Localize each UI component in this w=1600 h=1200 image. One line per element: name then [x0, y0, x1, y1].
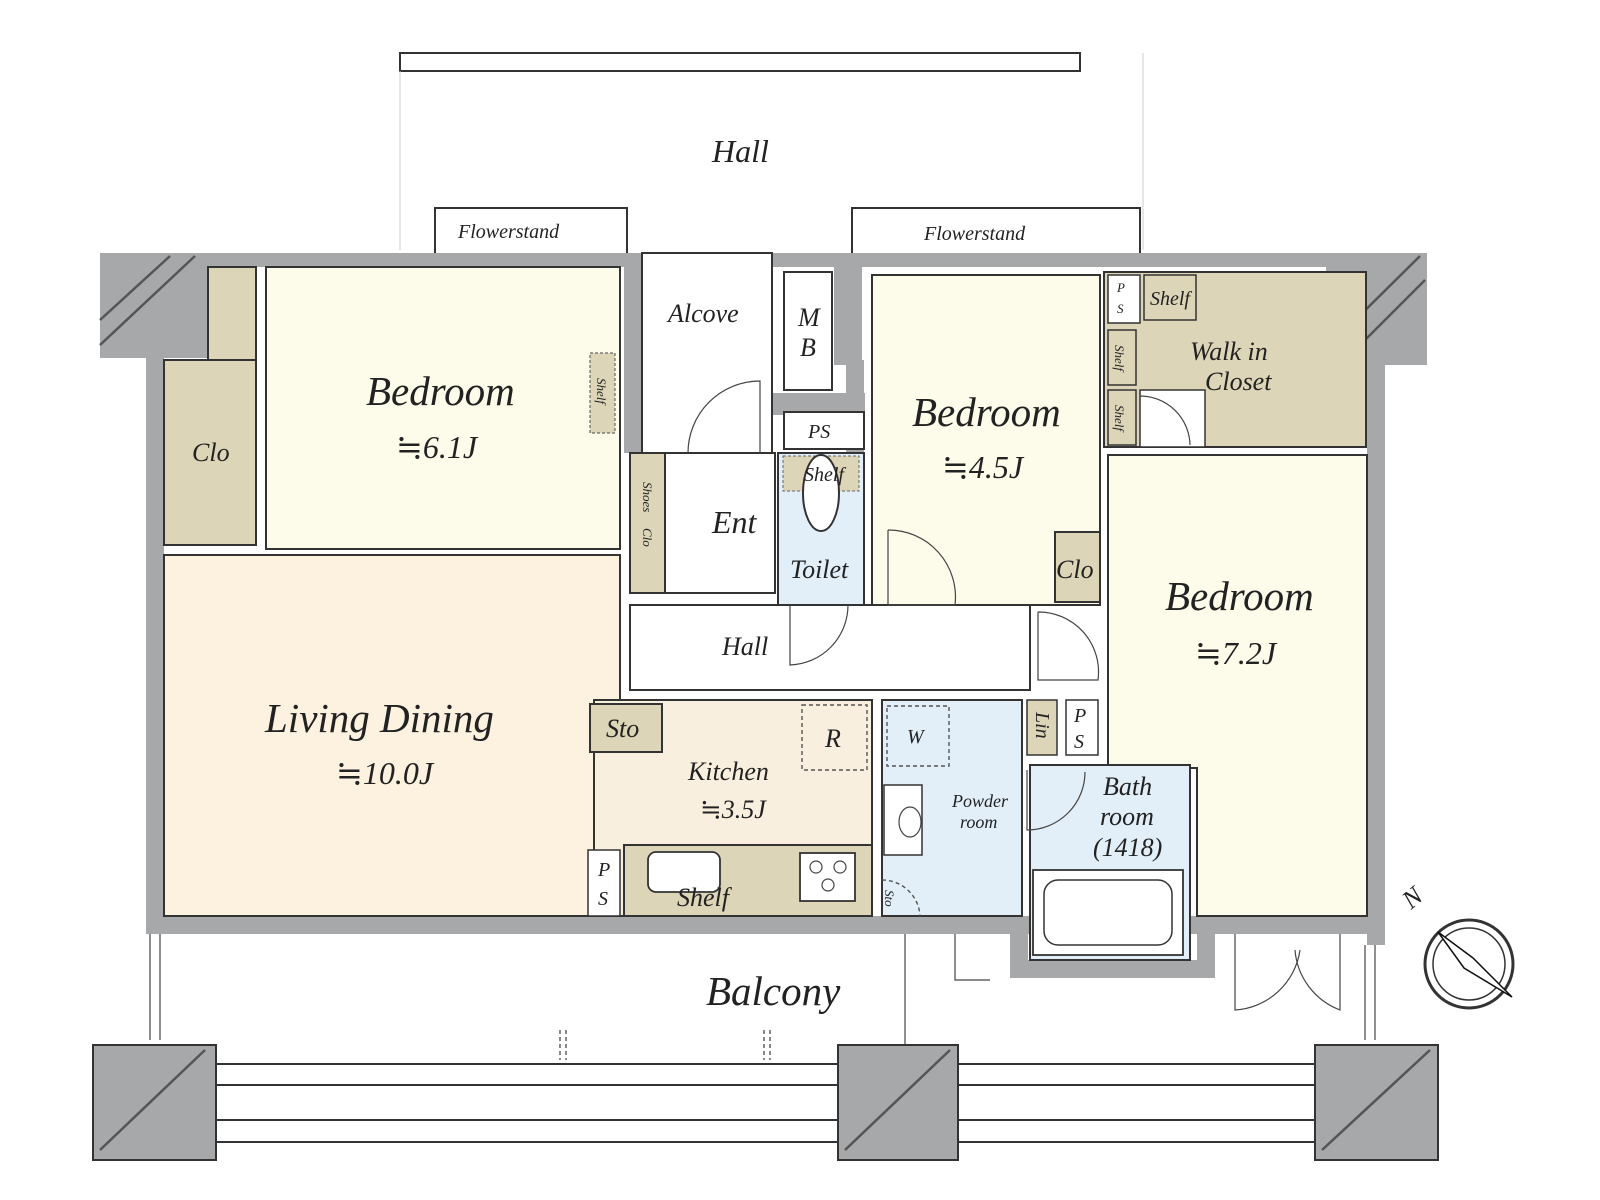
shoes-clo-label: Clo [640, 528, 655, 547]
sto-kitchen-label: Sto [606, 714, 639, 743]
ps-wic-p-label: P [1116, 280, 1125, 295]
living-dining [163, 554, 621, 917]
r-fridge-label: R [824, 724, 841, 753]
bedroom-61-name: Bedroom [366, 368, 515, 414]
powder-2-label: room [960, 812, 997, 832]
mb-m-label: M [797, 303, 821, 332]
hall-top-label: Hall [711, 133, 769, 169]
ps-toilet-label: PS [807, 421, 830, 443]
entrance [664, 452, 776, 594]
ps-lin-s-label: S [1074, 731, 1084, 753]
ps-wic-s-label: S [1117, 301, 1124, 316]
flowerstand-left-label: Flowerstand [457, 221, 560, 243]
bedroom-45-name: Bedroom [912, 389, 1061, 435]
shelf-bed1-label: Shelf [594, 378, 609, 406]
powder-1-label: Powder [951, 791, 1009, 811]
bath-1-label: Bath [1103, 772, 1152, 801]
kitchen-name: Kitchen [687, 757, 769, 786]
door-swings [687, 380, 1341, 1011]
alcove [641, 252, 773, 454]
closet-left [163, 359, 257, 546]
bedroom-45-size: ≒4.5J [942, 449, 1025, 485]
bedroom-72-size: ≒7.2J [1195, 635, 1278, 671]
walk-in-label: Walk in [1190, 337, 1268, 366]
shoes-label: Shoes [640, 482, 655, 512]
shoes-closet [629, 452, 666, 594]
mb-b-label: B [800, 333, 816, 362]
north-label: N [1396, 880, 1430, 915]
balcony [92, 934, 1439, 1161]
toilet-label: Toilet [790, 555, 849, 584]
ps-lin-p-label: P [1073, 705, 1086, 727]
living-size: ≒10.0J [336, 755, 435, 791]
flowerstand-right-label: Flowerstand [923, 223, 1026, 245]
living-name: Living Dining [264, 695, 494, 741]
closet-label: Closet [1205, 367, 1272, 396]
hall-mid-label: Hall [721, 632, 768, 661]
north-compass [1423, 918, 1515, 1010]
bedroom-61 [265, 266, 621, 550]
ps-kitchen-s-label: S [598, 888, 608, 910]
sto-powder-label: Sto [882, 890, 897, 907]
bath-2-label: room [1100, 802, 1154, 831]
balcony-label: Balcony [706, 968, 841, 1014]
w-washer-label: W [907, 726, 926, 748]
kitchen-size: ≒3.5J [700, 795, 767, 824]
ps-kitchen-p-label: P [597, 859, 610, 881]
clo-left-label: Clo [192, 438, 230, 467]
meter-box [783, 271, 833, 391]
shelf-toilet-label: Shelf [804, 464, 846, 486]
lin-label: Lin [1031, 711, 1053, 739]
bedroom-72-name: Bedroom [1165, 573, 1314, 619]
clo-bed2-label: Clo [1056, 555, 1094, 584]
bath-3-label: (1418) [1093, 833, 1162, 862]
alcove-label: Alcove [666, 299, 739, 328]
top-hall-area [399, 52, 1144, 250]
flowerstand-left [434, 207, 628, 255]
ent-label: Ent [711, 504, 758, 540]
shelf-wic-side1-label: Shelf [1112, 345, 1127, 373]
bedroom-61-size: ≒6.1J [396, 429, 479, 465]
shelf-kitchen-label: Shelf [677, 883, 733, 912]
shelf-wic-label: Shelf [1150, 288, 1192, 310]
shelf-wic-side2-label: Shelf [1112, 405, 1127, 433]
ps-toilet [783, 411, 865, 450]
